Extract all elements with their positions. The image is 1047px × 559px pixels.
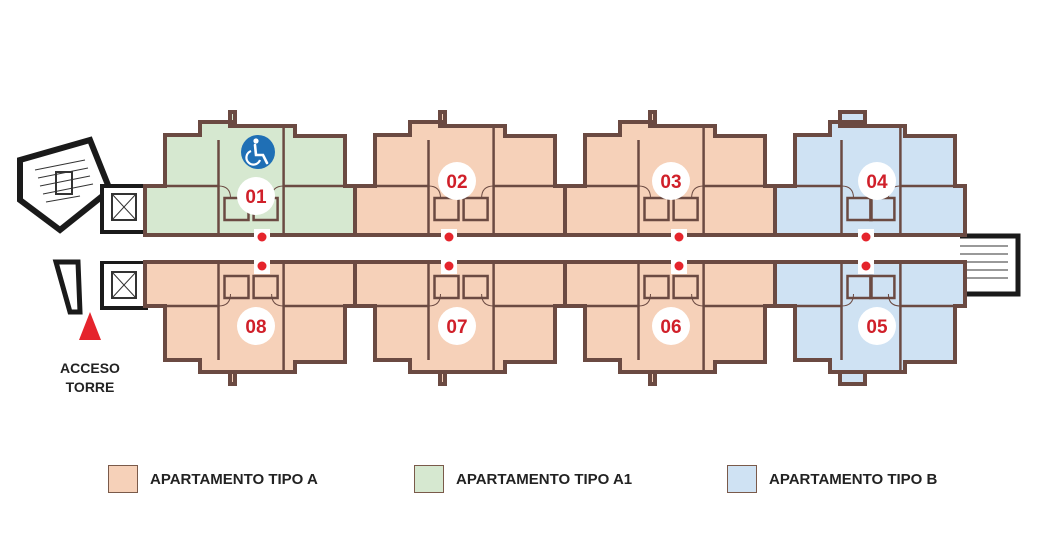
entrance-marker-dot — [861, 261, 871, 271]
unit-number-label: 08 — [245, 317, 266, 338]
unit-label-circle — [438, 162, 476, 200]
entrance-marker-dot — [674, 261, 684, 271]
wheelchair-icon — [241, 135, 275, 169]
interior-walls — [165, 262, 345, 372]
entrance-marker-dot — [444, 232, 454, 242]
left-stair-tower — [17, 136, 114, 315]
legend-swatch-tipo-a — [108, 465, 138, 493]
access-tower-group: ACCESO TORRE — [60, 312, 120, 395]
unit-number-label: 05 — [866, 317, 888, 338]
entrance-marker-dot — [861, 232, 871, 242]
interior-walls — [165, 128, 345, 235]
unit-number-label: 07 — [446, 317, 467, 338]
interior-walls — [585, 262, 765, 372]
apartment-unit-06: 06 — [563, 258, 777, 386]
interior-walls — [585, 128, 765, 235]
building-outline — [17, 136, 1021, 315]
elevator-core-left — [100, 184, 148, 310]
apartment-unit-07: 07 — [353, 258, 567, 386]
entrance-marker-dot — [257, 232, 267, 242]
apartment-unit-01: 01 — [143, 110, 357, 245]
interior-walls — [375, 262, 555, 372]
legend-item-tipo-a: APARTAMENTO TIPO A — [108, 462, 318, 496]
unit-number-label: 02 — [446, 172, 467, 193]
apartment-unit-03: 03 — [563, 110, 777, 245]
access-label-line1: ACCESO — [60, 360, 120, 376]
corridor — [100, 235, 960, 261]
unit-label-circle — [237, 307, 275, 345]
apartment-unit-05: 05 — [773, 258, 967, 386]
unit-label-circle — [858, 162, 896, 200]
unit-number-label: 03 — [660, 172, 681, 193]
apartment-unit-04: 04 — [773, 110, 967, 245]
interior-walls — [795, 262, 955, 372]
unit-label-circle — [652, 162, 690, 200]
legend-label-tipo-b: APARTAMENTO TIPO B — [769, 470, 938, 488]
unit-label-circle — [652, 307, 690, 345]
interior-walls — [795, 128, 955, 235]
legend-label-tipo-a1: APARTAMENTO TIPO A1 — [456, 470, 633, 488]
unit-label-circle — [237, 177, 275, 215]
entrance-marker-dot — [444, 261, 454, 271]
legend-item-tipo-b: APARTAMENTO TIPO B — [727, 462, 937, 496]
legend-swatch-tipo-b — [727, 465, 757, 493]
legend-swatch-tipo-a1 — [414, 465, 444, 493]
unit-number-label: 06 — [660, 317, 681, 338]
unit-number-label: 01 — [245, 187, 267, 208]
unit-number-label: 04 — [866, 172, 888, 193]
entrance-marker-dot — [257, 261, 267, 271]
legend-item-tipo-a1: APARTAMENTO TIPO A1 — [414, 462, 632, 496]
triangle-up-icon — [79, 312, 101, 340]
apartment-unit-08: 08 — [143, 258, 357, 386]
access-label-line2: TORRE — [66, 379, 115, 395]
apartment-unit-02: 02 — [353, 110, 567, 245]
interior-walls — [375, 128, 555, 235]
unit-label-circle — [858, 307, 896, 345]
unit-label-circle — [438, 307, 476, 345]
legend-label-tipo-a: APARTAMENTO TIPO A — [150, 470, 318, 488]
entrance-marker-dot — [674, 232, 684, 242]
unit-shape — [143, 110, 357, 237]
